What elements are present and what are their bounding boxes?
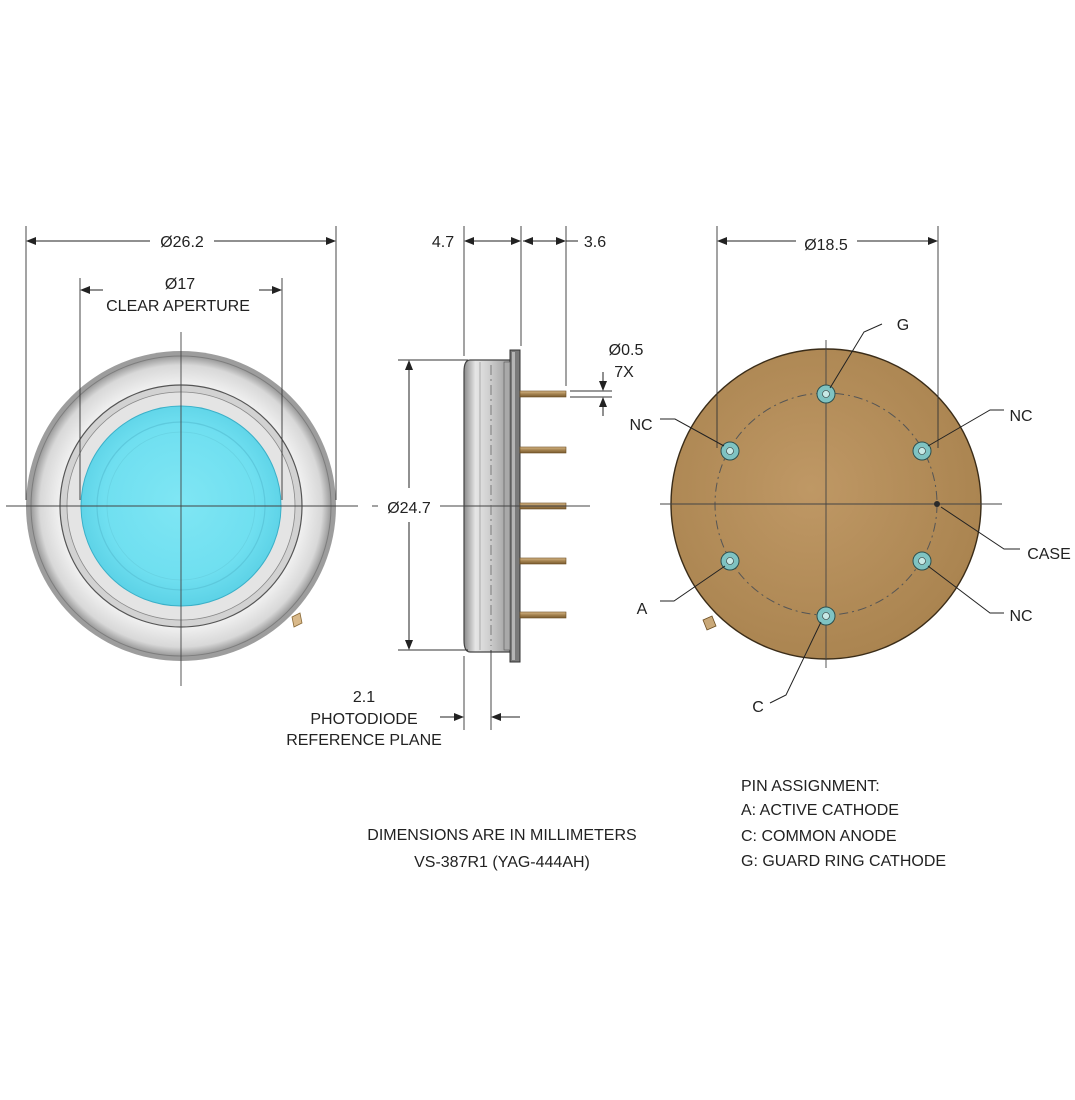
rear-arrow-right <box>928 237 938 245</box>
side-pin-arrow-top <box>599 381 607 391</box>
side-reference-caption-1: PHOTODIODE <box>310 711 417 728</box>
rear-pin-a <box>720 551 740 571</box>
front-outer-diameter-label: Ø26.2 <box>160 234 204 251</box>
side-arrow-3-6-left <box>523 237 533 245</box>
side-pin-diameter-label: Ø0.5 <box>609 342 644 359</box>
rear-pin-nc-top-left <box>720 441 740 461</box>
side-pin-2 <box>519 446 567 454</box>
rear-pin-c <box>816 606 836 626</box>
side-pin-count-label: 7X <box>614 364 634 381</box>
side-pin-arrow-bottom <box>599 397 607 407</box>
rear-leader-case <box>940 506 1020 550</box>
rear-pin-circle-diameter-label: Ø18.5 <box>804 237 848 254</box>
rear-leader-nc-top-right <box>927 409 1004 447</box>
pin-assignment-item: A: ACTIVE CATHODE <box>741 802 899 819</box>
rear-label-c: C <box>752 699 764 716</box>
side-arrow-4-7-right <box>511 237 521 245</box>
side-body-diameter-label: Ø24.7 <box>387 500 431 517</box>
side-pin-5 <box>519 611 567 619</box>
rear-leader-g <box>829 323 883 389</box>
side-body-label-bg <box>378 495 440 517</box>
front-aperture-diameter-label: Ø17 <box>165 276 195 293</box>
pin-assignment-item: C: COMMON ANODE <box>741 828 897 845</box>
pin-assignment-item: G: GUARD RING CATHODE <box>741 853 946 870</box>
front-arrow-aperture-left <box>80 286 90 294</box>
rear-leader-c <box>769 621 822 704</box>
side-width-left-label: 4.7 <box>432 234 454 251</box>
side-width-right-label: 3.6 <box>584 234 606 251</box>
side-ref-arrow-right <box>491 713 501 721</box>
side-arrow-3-6-right <box>556 237 566 245</box>
front-orientation-tab <box>291 612 303 628</box>
side-arrow-body-bottom <box>405 640 413 650</box>
units-note: DIMENSIONS ARE IN MILLIMETERS <box>367 827 636 844</box>
front-arrow-outer-right <box>326 237 336 245</box>
front-view: Ø26.2 Ø17 CLEAR APERTURE <box>6 226 358 686</box>
rear-pin-nc-top-right <box>912 441 932 461</box>
notes-block: DIMENSIONS ARE IN MILLIMETERS VS-387R1 (… <box>367 827 636 871</box>
rear-label-g: G <box>897 317 909 334</box>
side-ref-arrow-left <box>454 713 464 721</box>
side-arrow-4-7-left <box>464 237 474 245</box>
rear-pin-nc-bottom-right <box>912 551 932 571</box>
rear-label-nc-top-right: NC <box>1009 408 1032 425</box>
side-reference-offset-label: 2.1 <box>353 689 375 706</box>
pin-assignment-block: PIN ASSIGNMENT: A: ACTIVE CATHODE C: COM… <box>741 778 946 870</box>
rear-leader-nc-bottom-right <box>927 565 1004 614</box>
front-arrow-outer-left <box>26 237 36 245</box>
side-pin-4 <box>519 557 567 565</box>
front-arrow-aperture-right <box>272 286 282 294</box>
rear-arrow-left <box>717 237 727 245</box>
part-number-note: VS-387R1 (YAG-444AH) <box>414 854 590 871</box>
rear-label-nc-bottom-right: NC <box>1009 608 1032 625</box>
pin-assignment-title: PIN ASSIGNMENT: <box>741 778 880 795</box>
rear-label-case: CASE <box>1027 546 1071 563</box>
side-pin-1 <box>519 390 567 398</box>
rear-view: Ø18.5 G NC NC CASE A NC C <box>629 226 1071 716</box>
rear-label-a: A <box>637 601 648 618</box>
side-arrow-body-top <box>405 360 413 370</box>
rear-case-pin <box>934 501 940 507</box>
rear-label-nc-top-left: NC <box>629 417 652 434</box>
front-aperture-caption: CLEAR APERTURE <box>106 298 250 315</box>
rear-leader-a <box>660 565 726 602</box>
rear-orientation-tab <box>702 615 717 631</box>
rear-leader-nc-top-left <box>660 418 725 447</box>
side-view: 4.7 3.6 Ø0.5 7X Ø24.7 2.1 PHOTODIODE REF… <box>286 226 643 749</box>
side-reference-caption-2: REFERENCE PLANE <box>286 732 442 749</box>
rear-pin-g <box>816 384 836 404</box>
